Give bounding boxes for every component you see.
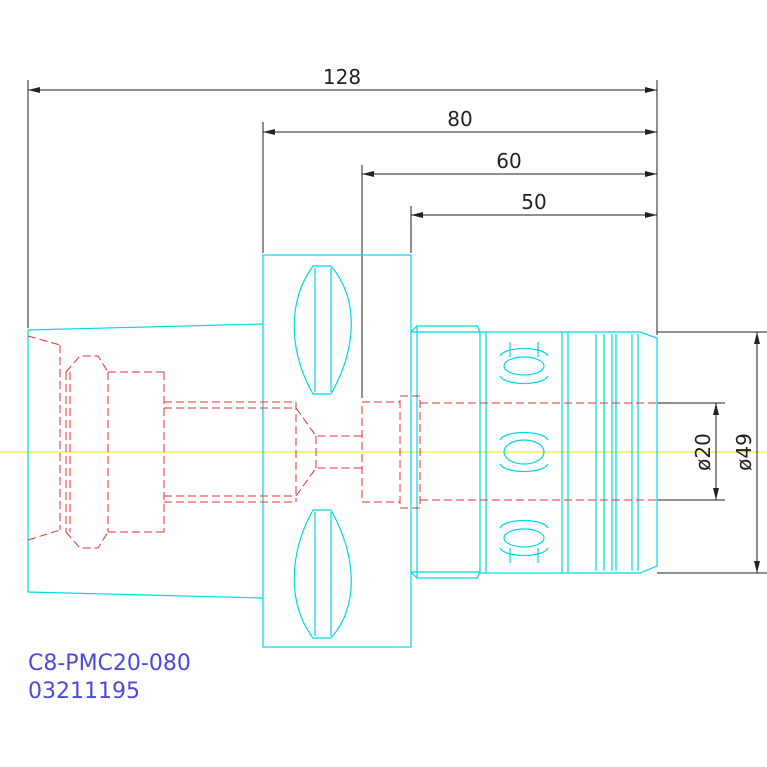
hidden-lines xyxy=(27,335,657,549)
part-number: 03211195 xyxy=(28,679,140,704)
part-code: C8-PMC20-080 xyxy=(28,651,191,676)
dim-length-60: 60 xyxy=(496,149,521,173)
dim-length-50: 50 xyxy=(521,190,546,214)
part-outline xyxy=(27,254,658,648)
dimension-lines xyxy=(27,80,767,574)
dim-outer-diameter: ø49 xyxy=(732,433,756,471)
dim-overall-length: 128 xyxy=(323,65,361,89)
dim-bore-diameter: ø20 xyxy=(691,433,715,471)
dim-length-80: 80 xyxy=(447,107,472,131)
